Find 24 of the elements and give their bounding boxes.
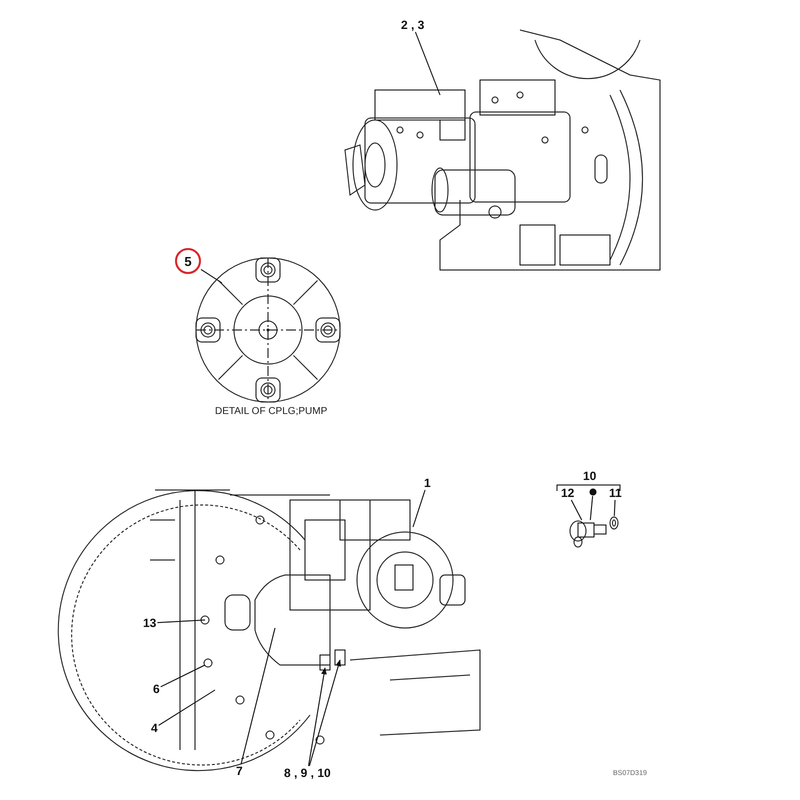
detail-caption: DETAIL OF CPLG;PUMP — [215, 407, 328, 417]
callout-number: 1 — [423, 476, 432, 490]
leader-line — [614, 500, 616, 516]
leader-line — [240, 628, 276, 764]
leader-line — [570, 500, 582, 520]
callout-number: 2 , 3 — [400, 18, 426, 32]
callout-number: 6 — [152, 682, 161, 696]
leader-line — [414, 32, 440, 96]
callout-number: 4 — [150, 721, 159, 735]
leader-line — [590, 496, 594, 520]
callout-number: 8 , 9 , 10 — [283, 766, 332, 780]
leader-line — [160, 664, 206, 688]
leader-line — [412, 490, 426, 528]
callout-number: 5 — [175, 248, 201, 274]
callout-number: 11 — [608, 486, 623, 500]
callout-number: 7 — [235, 764, 244, 778]
leader-line — [308, 667, 327, 766]
callout-number: 12 — [560, 486, 576, 500]
callout-number: 13 — [142, 616, 158, 630]
leader-line — [156, 620, 206, 624]
leader-line — [308, 659, 341, 766]
leader-line — [158, 690, 216, 726]
callout-number: 10 — [582, 469, 598, 483]
leader-line — [200, 268, 222, 284]
